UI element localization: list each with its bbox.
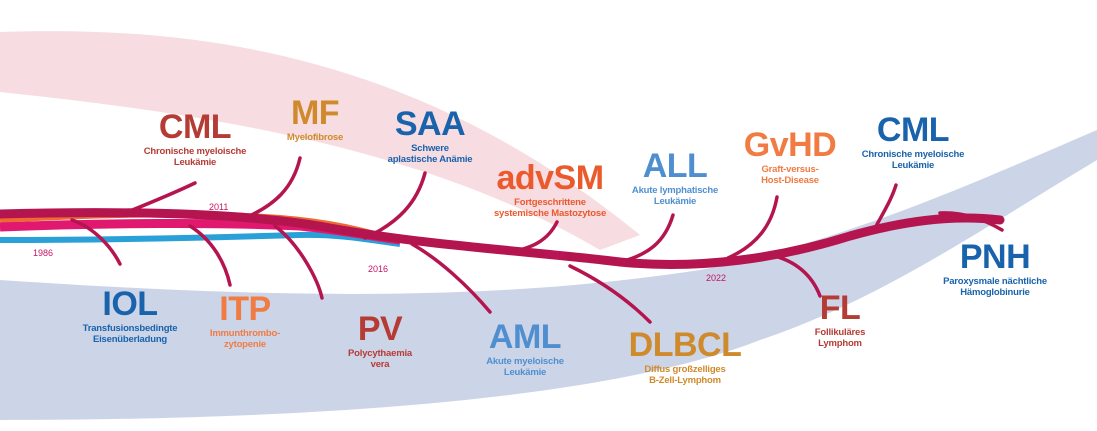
indication-label: MF Myelofibrose [286, 94, 344, 143]
year-label: 2022 [706, 273, 727, 283]
branch-dlbcl [568, 264, 652, 324]
year-label: 1986 [33, 248, 54, 258]
indication-label: GvHD Graft-versus- Host-Disease [743, 126, 837, 186]
branch-iol [70, 218, 122, 266]
indication-label: FL Follikuläres Lymphom [814, 289, 866, 349]
year-label: 2018 [545, 250, 566, 260]
indication-label: ITP Immunthrombo- zytopenie [209, 290, 281, 350]
main-branch [0, 208, 1005, 269]
branch-aml [410, 242, 492, 314]
branch-itp [188, 224, 232, 287]
branch-mf [243, 156, 302, 220]
branch-tip-right [938, 211, 1004, 232]
indication-label: PNH Paroxysmale nächtliche Hämoglobinuri… [943, 238, 1047, 298]
blue-strand [0, 231, 401, 247]
indication-label: IOL Transfusionsbedingte Eisenüberladung [82, 285, 178, 345]
branch-all [618, 213, 675, 264]
indication-label: advSM Fortgeschrittene systemische Masto… [493, 159, 607, 219]
branch-cml-top [118, 181, 197, 217]
branch-cml-right [873, 183, 898, 230]
year-label: 2016 [368, 264, 389, 274]
branch-advsm [508, 220, 559, 254]
indication-label: ALL Akute lymphatische Leukämie [631, 147, 719, 207]
branch-fl [768, 253, 822, 298]
indication-label: CML Chronische myeloische Leukämie [143, 108, 247, 168]
indication-label: DLBCL Diffus großzelliges B-Zell-Lymphom [628, 326, 742, 386]
indication-label: SAA Schwere aplastische Anämie [387, 105, 473, 165]
branch-gvhd [726, 195, 779, 260]
branch-saa [363, 171, 427, 240]
indication-label: CML Chronische myeloische Leukämie [861, 111, 965, 171]
year-label: 2011 [209, 202, 229, 212]
branch-pv [273, 224, 324, 300]
indication-label: PV Polycythaemia vera [348, 310, 412, 370]
indication-label: AML Akute myeloische Leukämie [486, 318, 564, 378]
pink-background-band [0, 31, 640, 251]
blue-background-band [0, 130, 1097, 420]
